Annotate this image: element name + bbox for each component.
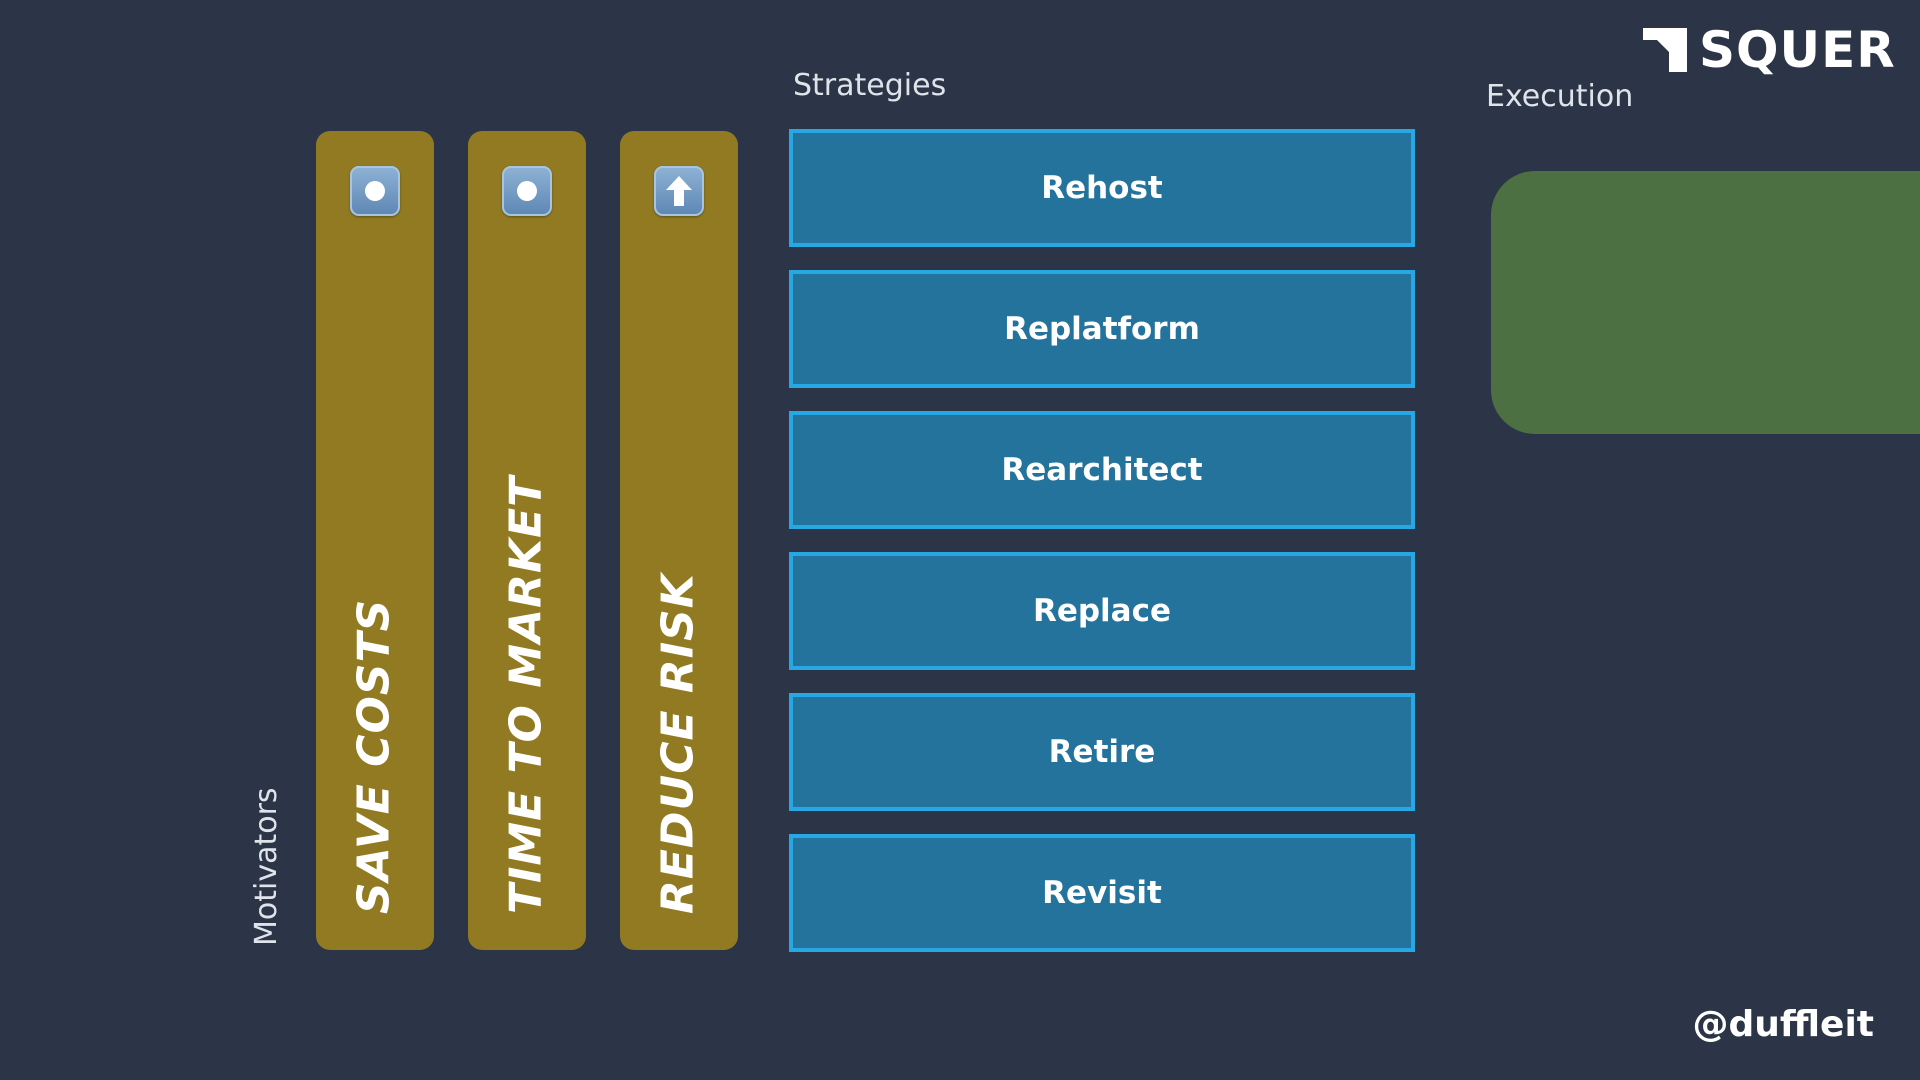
stop-button-icon xyxy=(350,166,400,216)
strategy-replatform: Replatform xyxy=(789,270,1415,388)
strategies-title: Strategies xyxy=(793,68,947,103)
motivator-reduce-risk: Reduce Risk xyxy=(620,131,738,950)
logo-text: SQUER xyxy=(1699,21,1896,79)
motivator-label: Time to Market xyxy=(500,475,552,914)
strategy-replace: Replace xyxy=(789,552,1415,670)
strategy-rearchitect: Rearchitect xyxy=(789,411,1415,529)
strategy-rehost: Rehost xyxy=(789,129,1415,247)
strategies-list: Rehost Replatform Rearchitect Replace Re… xyxy=(789,129,1415,975)
up-arrow-icon xyxy=(654,166,704,216)
motivator-save-costs: Save Costs xyxy=(316,131,434,950)
stop-button-icon xyxy=(502,166,552,216)
motivators-group: Save Costs Time to Market Reduce Risk xyxy=(316,131,738,950)
motivator-time-to-market: Time to Market xyxy=(468,131,586,950)
motivator-label: Reduce Risk xyxy=(652,573,704,914)
strategy-retire: Retire xyxy=(789,693,1415,811)
motivators-title: Motivators xyxy=(249,787,284,946)
squer-logo-icon xyxy=(1643,28,1687,72)
strategy-revisit: Revisit xyxy=(789,834,1415,952)
execution-title: Execution xyxy=(1486,79,1634,114)
execution-box xyxy=(1491,171,1920,434)
motivator-label: Save Costs xyxy=(348,598,400,914)
squer-logo: SQUER xyxy=(1643,24,1896,76)
author-handle: @duffleit xyxy=(1692,1004,1874,1045)
